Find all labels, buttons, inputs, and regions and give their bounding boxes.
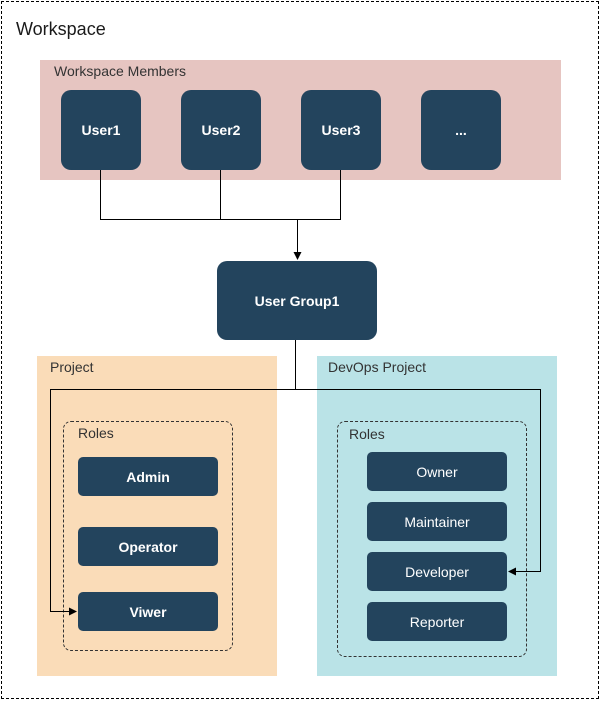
user-group-node[interactable]: User Group1	[217, 261, 377, 340]
project-label: Project	[50, 359, 94, 375]
project-roles-label: Roles	[78, 425, 114, 441]
role-viwer[interactable]: Viwer	[78, 592, 218, 631]
devops-project-label: DevOps Project	[328, 359, 427, 375]
role-operator[interactable]: Operator	[78, 527, 218, 566]
arrow-group-to-developer	[295, 389, 541, 576]
workspace-title: Workspace	[16, 19, 106, 39]
workspace-members-label: Workspace Members	[54, 63, 187, 79]
user-node-user1[interactable]: User1	[61, 90, 141, 170]
role-maintainer[interactable]: Maintainer	[367, 502, 507, 541]
role-owner[interactable]: Owner	[367, 452, 507, 491]
connector-users-merge	[100, 170, 341, 220]
role-admin[interactable]: Admin	[78, 457, 218, 496]
devops-roles-label: Roles	[349, 426, 385, 442]
user-node-user2[interactable]: User2	[181, 90, 261, 170]
user-node-more[interactable]: ...	[421, 90, 501, 170]
arrow-group-to-viwer	[50, 389, 296, 616]
role-reporter[interactable]: Reporter	[367, 602, 507, 641]
role-developer[interactable]: Developer	[367, 552, 507, 591]
user-node-user3[interactable]: User3	[301, 90, 381, 170]
project-roles-box	[63, 421, 233, 651]
devops-roles-box	[337, 421, 527, 657]
